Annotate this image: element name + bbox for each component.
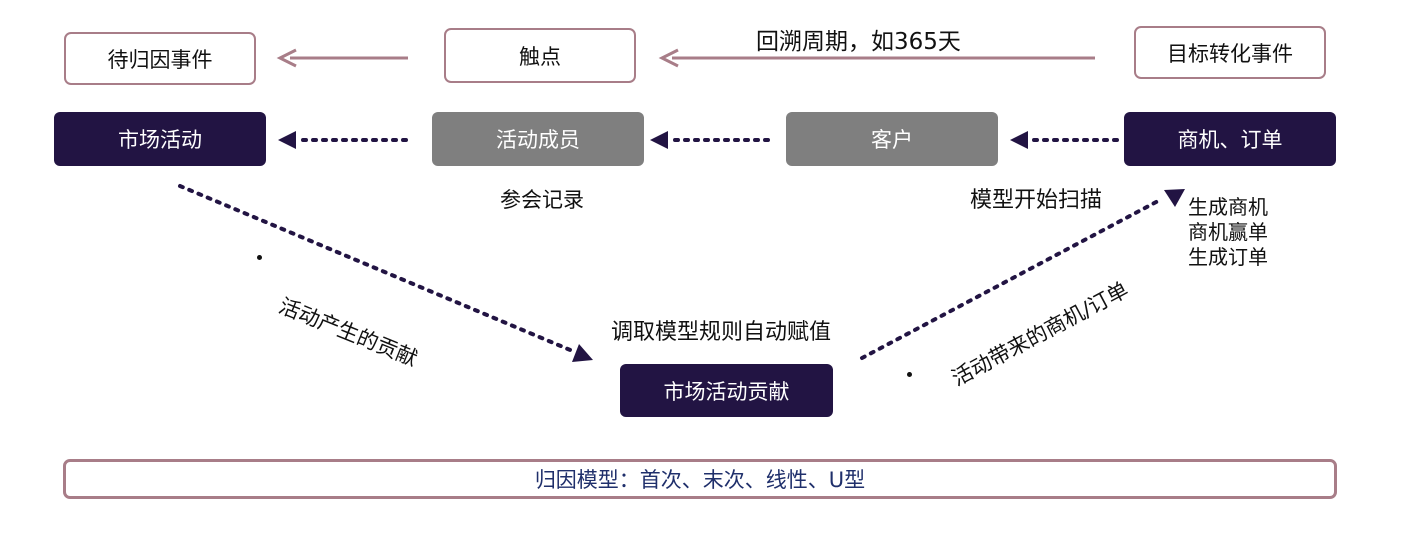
campaign-box: 市场活动	[54, 112, 266, 166]
target-event-label: 目标转化事件	[1167, 41, 1293, 66]
arrowhead-opportunity	[1164, 189, 1185, 207]
member-label: 活动成员	[496, 128, 580, 152]
generated-item: 生成订单	[1188, 245, 1268, 269]
touchpoint-label: 触点	[519, 44, 561, 69]
bullet-dot	[257, 255, 262, 260]
attribution-model-label: 归因模型：首次、末次、线性、U型	[534, 468, 866, 492]
arrowhead-pending	[276, 48, 297, 68]
generated-item: 生成商机	[1188, 195, 1268, 219]
model-start-label: 模型开始扫描	[970, 188, 1103, 213]
customer-box: 客户	[786, 112, 998, 166]
attendance-label: 参会记录	[500, 188, 584, 212]
dotted-campaign-to-contribution	[178, 184, 577, 354]
campaign-contribution-label: 市场活动贡献	[663, 379, 790, 404]
rules-label: 调取模型规则自动赋值	[611, 320, 832, 345]
target-event-box: 目标转化事件	[1134, 26, 1326, 79]
customer-label: 客户	[871, 128, 913, 152]
opportunity-order-label: 商机、订单	[1177, 128, 1283, 152]
arrowhead-member	[650, 131, 668, 149]
campaign-contribution-box: 市场活动贡献	[620, 364, 833, 417]
lookback-label: 回溯周期，如365天	[756, 29, 961, 55]
generated-list: 生成商机 商机赢单 生成订单	[1188, 195, 1268, 270]
arrowhead-contribution	[572, 344, 593, 362]
bullet-dot	[907, 372, 912, 377]
dotted-contribution-to-opportunity	[860, 198, 1162, 360]
attribution-model-bar: 归因模型：首次、末次、线性、U型	[63, 459, 1337, 499]
touchpoint-box: 触点	[444, 28, 636, 83]
campaign-label: 市场活动	[118, 128, 202, 152]
pending-event-label: 待归因事件	[107, 47, 213, 72]
arrowhead-campaign	[278, 131, 296, 149]
generated-item: 商机赢单	[1188, 220, 1268, 244]
arrowhead-touchpoint	[658, 48, 679, 68]
opportunity-order-box: 商机、订单	[1124, 112, 1336, 166]
pending-event-box: 待归因事件	[64, 32, 256, 85]
arrowhead-customer	[1010, 131, 1028, 149]
member-box: 活动成员	[432, 112, 644, 166]
